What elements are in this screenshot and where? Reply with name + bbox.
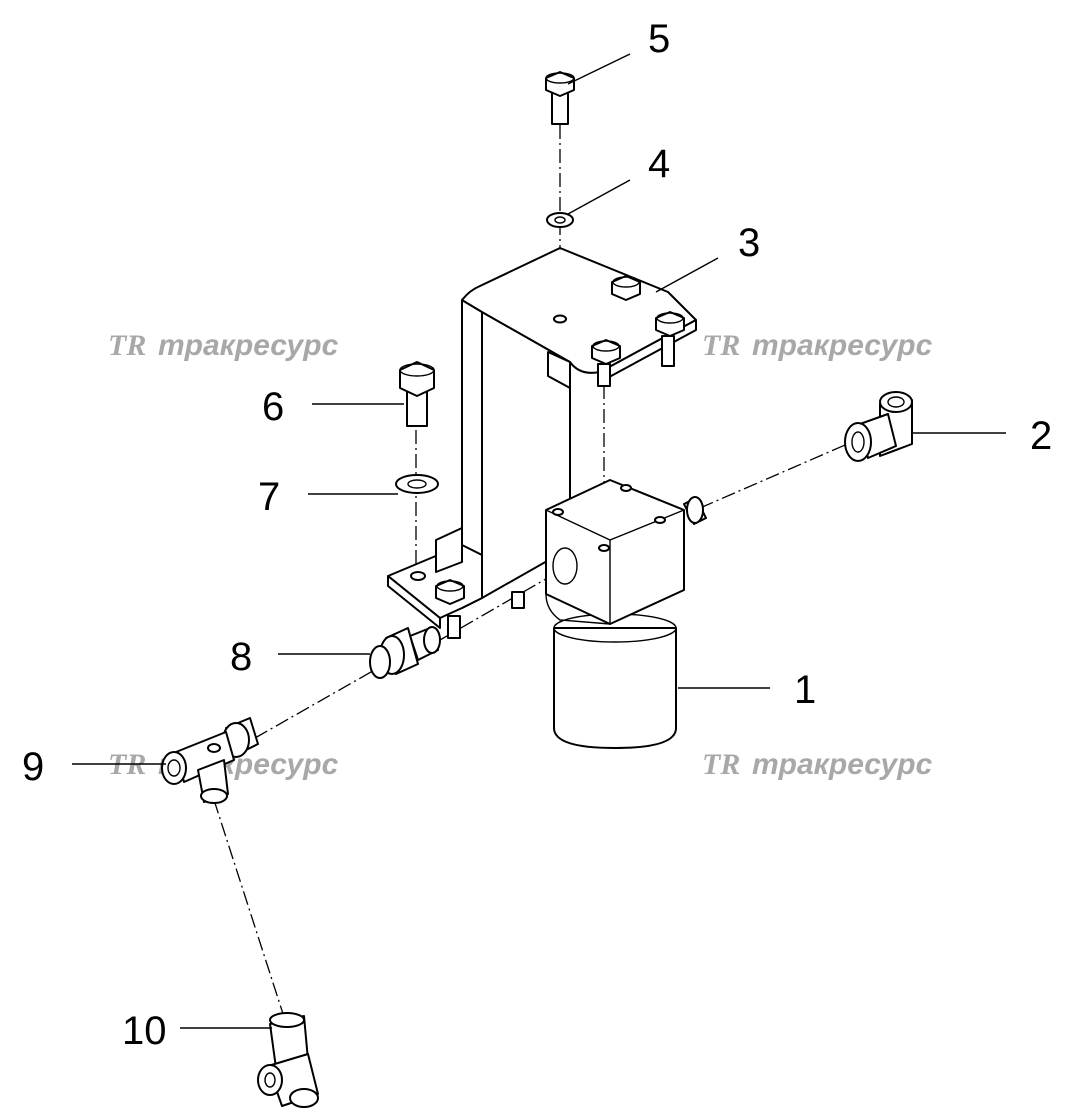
callout-4: 4 (648, 142, 670, 186)
watermark-logo: TR (702, 748, 740, 781)
filter-hole (620, 484, 632, 492)
filter-canister (553, 627, 677, 749)
axis-elbow-2 (699, 444, 846, 509)
bracket-nut (435, 579, 465, 605)
watermark-bottom-right: TR тракресурс (702, 748, 933, 781)
callout-8: 8 (230, 635, 252, 679)
filter-hole (654, 516, 666, 524)
bracket-nut (655, 311, 685, 337)
watermark-top-right: TR тракресурс (702, 329, 933, 362)
bracket-tab (547, 351, 571, 389)
watermark-text: тракресурс (752, 748, 933, 781)
bracket-stud (661, 335, 675, 367)
watermark-text: тракресурс (158, 329, 339, 362)
bracket-gusset (435, 527, 463, 573)
filter-head-edge (545, 593, 611, 625)
part-7-washer (395, 474, 439, 494)
axis-tee-9-to-tee-10 (213, 799, 286, 1021)
callout-5: 5 (648, 17, 670, 61)
filter-inlet-port (552, 547, 578, 585)
filter-head (545, 479, 685, 625)
part-9-tee (161, 717, 259, 804)
part-2-elbow (844, 391, 913, 462)
bracket-hole (553, 314, 567, 324)
bracket-nut (611, 275, 641, 301)
part-10-tee (257, 1012, 319, 1108)
filter-hole (552, 508, 564, 516)
watermark-logo: TR (108, 329, 146, 362)
leader-3 (655, 257, 719, 293)
callout-labels: 1 2 3 4 5 6 7 8 9 10 (22, 17, 1052, 1053)
bracket-stud (511, 591, 525, 609)
watermark-text: тракресурс (752, 329, 933, 362)
callout-2: 2 (1030, 414, 1052, 458)
part-1-filter (545, 479, 707, 749)
bracket-nut (591, 339, 621, 387)
part-8-adapter (369, 626, 441, 679)
callout-9: 9 (22, 745, 44, 789)
part-5-bolt (545, 71, 575, 125)
leader-lines (72, 53, 1006, 1029)
callout-3: 3 (738, 221, 760, 265)
filter-outlet-end (686, 496, 704, 524)
bracket-bottom-plate-edge (387, 575, 441, 629)
bracket-hole (410, 571, 426, 581)
filter-hole (598, 544, 610, 552)
bracket-stud (447, 615, 461, 639)
part-3-bracket (387, 247, 697, 639)
part-6-bolt (399, 361, 435, 427)
callout-1: 1 (794, 668, 816, 712)
leader-5 (567, 53, 631, 85)
axis-tee-9-to-adapter (254, 667, 379, 739)
callout-6: 6 (262, 385, 284, 429)
part-4-washer (546, 212, 574, 228)
watermark-logo: TR (702, 329, 740, 362)
leader-4 (567, 179, 631, 215)
callout-10: 10 (122, 1009, 167, 1053)
watermark-top-left: TR тракресурс (108, 329, 339, 362)
callout-7: 7 (258, 475, 280, 519)
